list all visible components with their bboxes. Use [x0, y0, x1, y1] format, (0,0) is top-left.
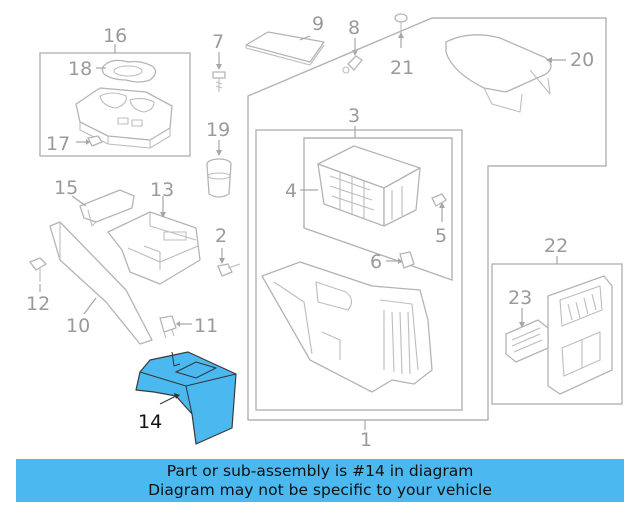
- part-6-fastener: [399, 251, 415, 269]
- part-14-highlighted-bracket: [135, 351, 237, 445]
- callout-20: 20: [570, 49, 594, 71]
- callout-21: 21: [390, 57, 414, 79]
- assembly-1-frame: [247, 17, 607, 421]
- callout-10: 10: [66, 315, 90, 337]
- part-19-cup: [206, 140, 232, 198]
- callout-22: 22: [544, 235, 568, 257]
- part-7-bolt: [212, 52, 226, 92]
- callout-11: 11: [194, 315, 218, 337]
- part-5-clip: [431, 193, 447, 207]
- part-16-cup-holder: [75, 87, 173, 141]
- banner-line-part-info: Part or sub-assembly is #14 in diagram: [166, 461, 474, 480]
- callout-15: 15: [54, 177, 78, 199]
- callout-14: 14: [138, 411, 162, 433]
- group-3-frame: [303, 137, 453, 281]
- callout-2: 2: [215, 225, 227, 247]
- parts-diagram: 1 2 3 4 5 6 7 8 9 10 11 12 13 14 15 16 1…: [26, 13, 623, 451]
- part-group-3: [300, 126, 453, 281]
- part-8-socket: [342, 38, 363, 74]
- part-group-16: [39, 44, 191, 157]
- callout-4: 4: [285, 180, 297, 202]
- part-11-clip: [159, 315, 192, 339]
- callout-labels: 1 2 3 4 5 6 7 8 9 10 11 12 13 14 15 16 1…: [26, 13, 594, 451]
- callout-7: 7: [212, 31, 224, 53]
- callout-6: 6: [370, 251, 382, 273]
- part-17-clip: [87, 135, 103, 147]
- part-22-rear-panel: [547, 275, 613, 395]
- part-23-vent: [505, 319, 549, 363]
- callout-8: 8: [348, 17, 360, 39]
- part-20-armrest-lid: [445, 34, 566, 113]
- banner-line-disclaimer: Diagram may not be specific to your vehi…: [148, 480, 492, 499]
- callout-5: 5: [435, 225, 447, 247]
- info-banner: Part or sub-assembly is #14 in diagram D…: [16, 459, 624, 502]
- part-group-22: [491, 256, 623, 405]
- part-12-bolt: [29, 257, 47, 292]
- callout-9: 9: [312, 13, 324, 35]
- part-1-console-body: [261, 261, 433, 393]
- part-9-pad: [245, 31, 325, 66]
- callout-12: 12: [26, 293, 50, 315]
- callout-13: 13: [150, 179, 174, 201]
- callout-19: 19: [206, 119, 230, 141]
- subframe: [255, 129, 463, 411]
- part-18-cup-mat: [101, 59, 157, 83]
- part-10-side-panel: [49, 221, 153, 345]
- part-13-bracket: [107, 196, 201, 285]
- callout-17: 17: [46, 133, 70, 155]
- part-21-screw: [394, 13, 408, 48]
- callout-23: 23: [508, 287, 532, 309]
- callout-1: 1: [360, 429, 372, 451]
- main-assembly-frame: [247, 17, 607, 430]
- callout-3: 3: [348, 105, 360, 127]
- part-2-bolt: [217, 248, 241, 277]
- callout-16: 16: [103, 25, 127, 47]
- callout-18: 18: [68, 58, 92, 80]
- part-15-bracket: [71, 189, 135, 227]
